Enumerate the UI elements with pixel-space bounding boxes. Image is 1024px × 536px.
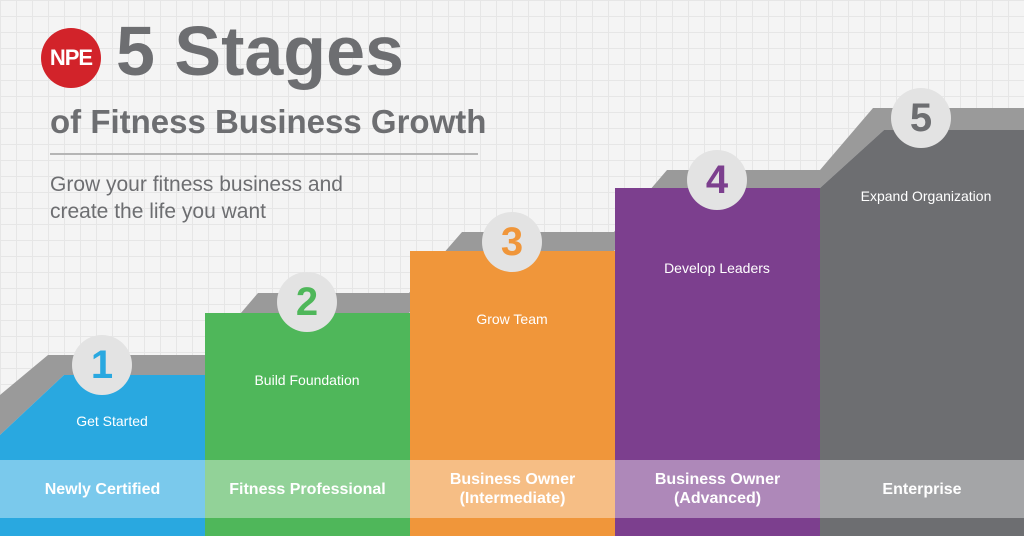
stage-3-number-badge: 3 bbox=[482, 212, 542, 272]
stage-5-ramp bbox=[820, 130, 1024, 188]
tagline: Grow your fitness business and create th… bbox=[50, 173, 343, 223]
header-divider bbox=[50, 153, 478, 155]
npe-logo: NPE bbox=[41, 28, 101, 88]
stage-2-level-band: Fitness Professional bbox=[205, 460, 410, 518]
stage-4-name: Develop Leaders bbox=[664, 260, 770, 276]
stage-1-name: Get Started bbox=[76, 413, 148, 429]
stage-3-level-band: Business Owner (Intermediate) bbox=[410, 460, 615, 518]
stage-5-level-band: Enterprise bbox=[820, 460, 1024, 518]
stage-2-number-badge: 2 bbox=[277, 272, 337, 332]
stage-4-block bbox=[615, 188, 820, 536]
stage-2-name: Build Foundation bbox=[254, 372, 360, 388]
stage-3-name: Grow Team bbox=[476, 311, 548, 327]
stage-5-name: Expand Organization bbox=[860, 188, 992, 204]
page-title: 5 Stages bbox=[116, 12, 404, 90]
stage-4-level-band: Business Owner (Advanced) bbox=[615, 460, 820, 518]
stage-2-block bbox=[205, 313, 410, 536]
stage-1-level-band: Newly Certified bbox=[0, 460, 205, 518]
page-subtitle: of Fitness Business Growth bbox=[50, 103, 487, 140]
stage-4-number-badge: 4 bbox=[687, 150, 747, 210]
stage-1-block bbox=[0, 375, 205, 536]
stage-5-block bbox=[820, 188, 1024, 536]
stage-5-number-badge: 5 bbox=[891, 88, 951, 148]
stage-1-number-badge: 1 bbox=[72, 335, 132, 395]
stage-3-block bbox=[410, 251, 615, 536]
